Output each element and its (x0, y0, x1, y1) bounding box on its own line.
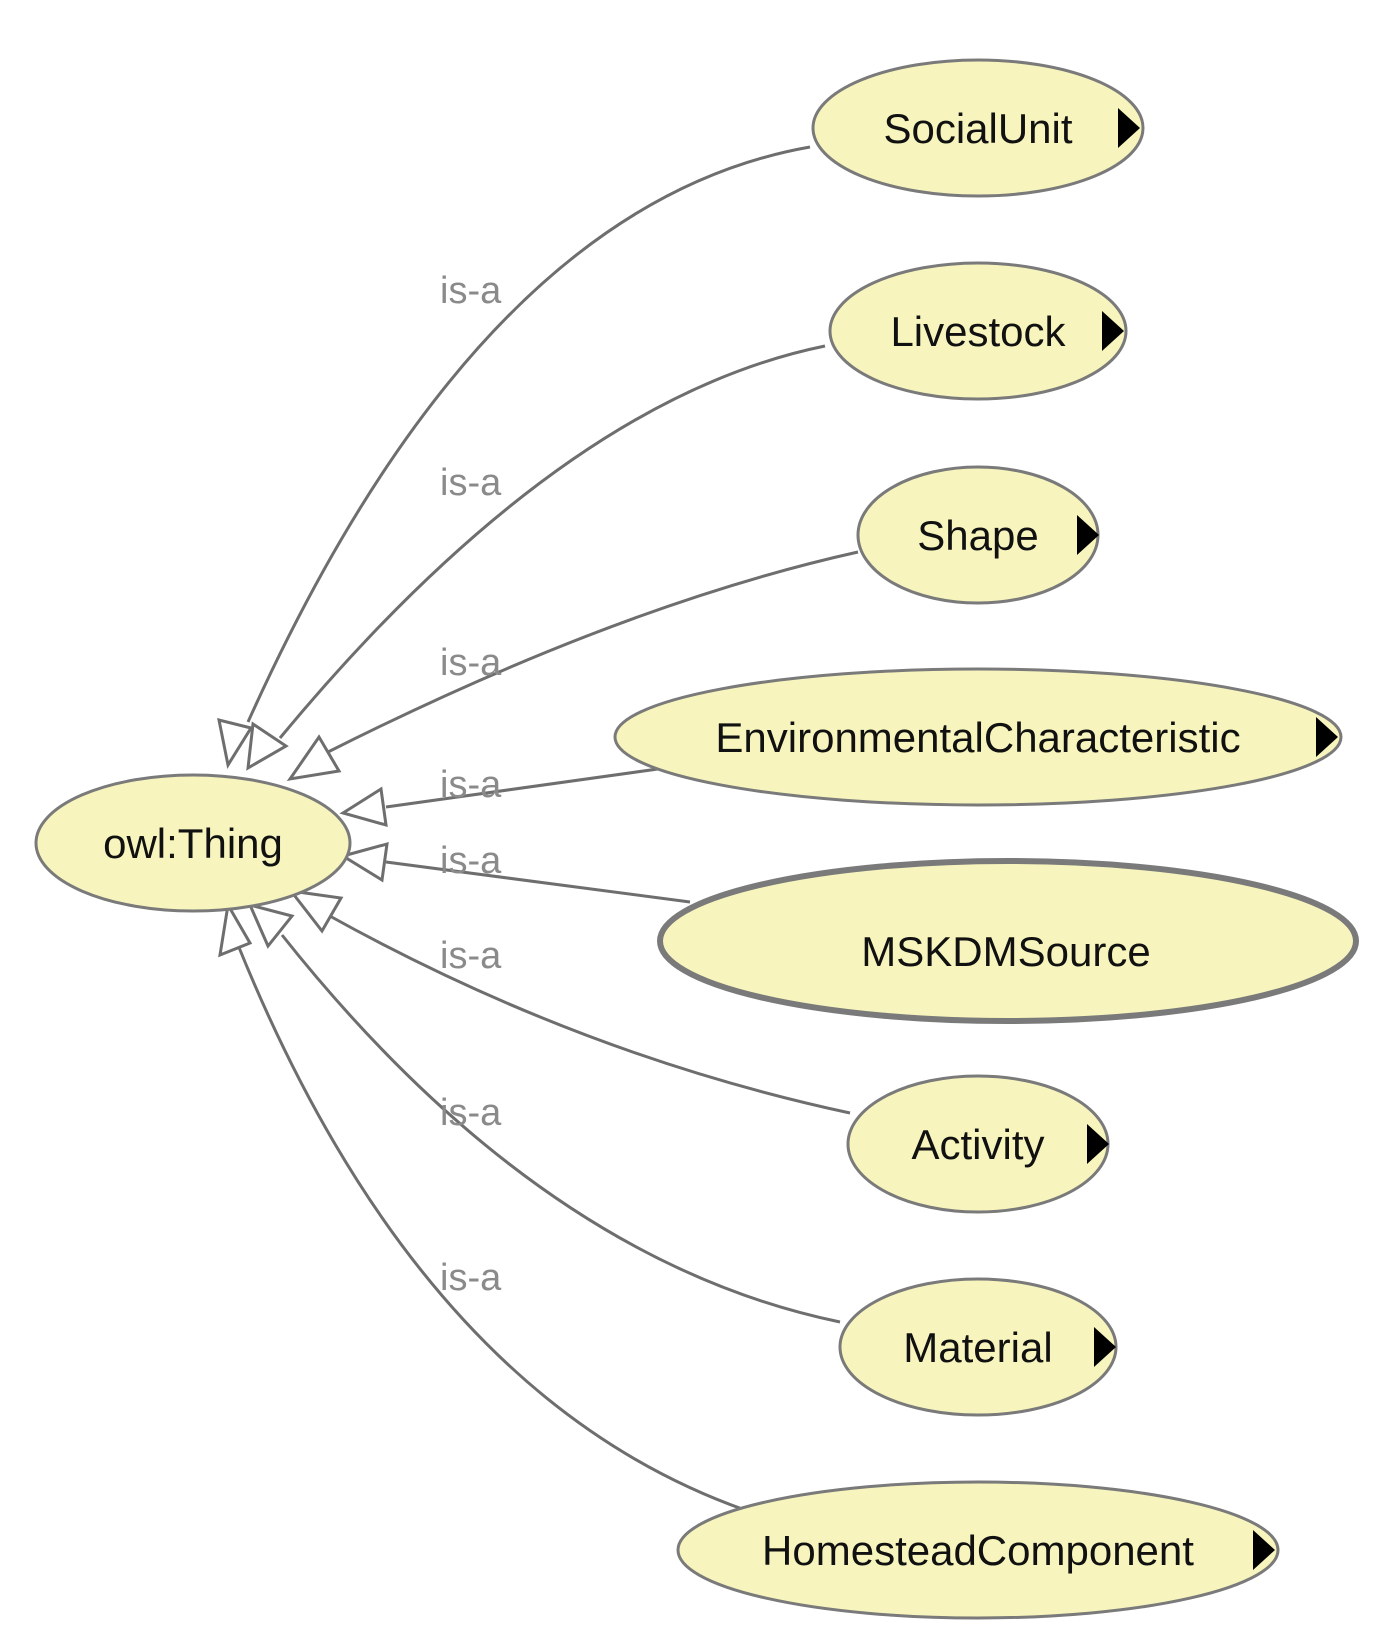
edges: is-a is-a is-a is-a is-a (217, 145, 859, 1512)
node-label: EnvironmentalCharacteristic (715, 714, 1240, 761)
expand-arrow-icon[interactable] (1087, 1124, 1109, 1164)
expand-arrow-icon[interactable] (1094, 1327, 1116, 1367)
edge-label: is-a (440, 1092, 502, 1134)
edge-shape: is-a (286, 550, 859, 782)
node-mskdmsource[interactable]: MSKDMSource (657, 858, 1359, 1024)
node-material[interactable]: Material (838, 1277, 1118, 1417)
edge-label: is-a (440, 935, 502, 977)
node-livestock[interactable]: Livestock (828, 261, 1128, 401)
expand-arrow-icon[interactable] (1102, 311, 1124, 351)
edge-activity: is-a (287, 889, 851, 1115)
node-label: Shape (917, 512, 1038, 559)
edge-mskdmsource: is-a (339, 840, 691, 904)
node-label: SocialUnit (883, 105, 1072, 152)
edge-label: is-a (440, 462, 502, 504)
node-shape[interactable]: Shape (856, 465, 1100, 605)
edge-socialunit: is-a (217, 145, 811, 770)
node-label: Livestock (890, 308, 1066, 355)
edge-label: is-a (440, 642, 502, 684)
expand-arrow-icon[interactable] (1118, 108, 1140, 148)
node-label: Material (903, 1324, 1052, 1371)
expand-arrow-icon[interactable] (1077, 515, 1099, 555)
node-label: HomesteadComponent (762, 1527, 1194, 1574)
node-owl-thing[interactable]: owl:Thing (34, 773, 352, 913)
node-label: Activity (911, 1121, 1044, 1168)
node-homesteadcomponent[interactable]: HomesteadComponent (676, 1480, 1280, 1620)
expand-arrow-icon[interactable] (1253, 1530, 1275, 1570)
edge-material: is-a (247, 902, 841, 1324)
expand-arrow-icon[interactable] (1316, 717, 1338, 757)
edge-label: is-a (440, 764, 502, 806)
node-socialunit[interactable]: SocialUnit (811, 58, 1145, 198)
edge-label: is-a (440, 1257, 502, 1299)
node-activity[interactable]: Activity (846, 1074, 1110, 1214)
node-label: owl:Thing (103, 820, 283, 867)
edge-homesteadcomponent: is-a (218, 900, 746, 1512)
edge-environmentalcharacteristic: is-a (339, 764, 666, 828)
edge-livestock: is-a (246, 344, 826, 771)
edge-label: is-a (440, 270, 502, 312)
edge-label: is-a (440, 840, 502, 882)
node-environmentalcharacteristic[interactable]: EnvironmentalCharacteristic (613, 667, 1343, 807)
node-label: MSKDMSource (861, 928, 1150, 975)
